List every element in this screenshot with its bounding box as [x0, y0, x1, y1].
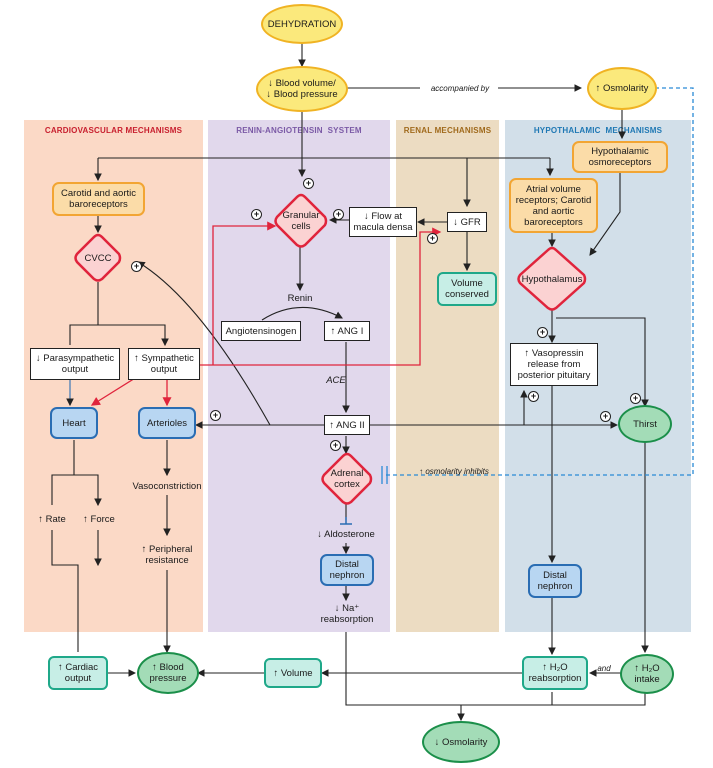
distal-nephron-2-text: Distal nephron — [537, 570, 573, 592]
granular-cells-diamond: Granular cells — [273, 193, 329, 249]
cardiac-output-text: ↑ Cardiac output — [57, 662, 99, 684]
na-reabsorption-label: ↓ Na⁺ reabsorption — [320, 603, 374, 625]
volume-conserved-node: Volume conserved — [437, 272, 497, 306]
granular-cells-shape — [274, 193, 328, 248]
gfr-text: ↓ GFR — [453, 216, 481, 228]
plus-sign: + — [600, 411, 611, 422]
rate-label: ↑ Rate — [38, 514, 66, 525]
atrial-receptors-node: Atrial volume receptors; Carotid and aor… — [509, 178, 598, 233]
plus-sign: + — [537, 327, 548, 338]
hypothalamus-shape — [517, 246, 587, 311]
osmolarity-inhibits-label: ↑ osmolarity inhibits — [419, 467, 489, 476]
arterioles-text: Arterioles — [146, 417, 188, 429]
volume-conserved-text: Volume conserved — [445, 278, 489, 300]
hypothalamic-osmoreceptors-node: Hypothalamic osmoreceptors — [572, 141, 668, 173]
distal-nephron-2-node: Distal nephron — [528, 564, 582, 598]
volume-text: ↑ Volume — [273, 667, 313, 679]
thirst-text: Thirst — [633, 418, 657, 430]
ang1-node: ↑ ANG I — [324, 321, 370, 341]
plus-sign: + — [303, 178, 314, 189]
sympathetic-node: ↑ Sympathetic output — [128, 348, 200, 380]
adrenal-cortex-shape — [321, 452, 373, 505]
ang1-text: ↑ ANG I — [330, 325, 364, 337]
angiotensinogen-text: Angiotensinogen — [225, 325, 297, 337]
blood-pressure-text: ↑ Blood pressure — [149, 662, 187, 684]
plus-sign: + — [333, 209, 344, 220]
aldosterone-label: ↓ Aldosterone — [317, 529, 375, 540]
cardiovascular-title: CARDIOVASCULAR MECHANISMS — [44, 126, 183, 135]
hypothalamic-title: HYPOTHALAMIC MECHANISMS — [533, 126, 663, 135]
parasympathetic-node: ↓ Parasympathetic output — [30, 348, 120, 380]
osmolarity-down-text: ↓ Osmolarity — [434, 736, 488, 748]
carotid-baroreceptors-node: Carotid and aortic baroreceptors — [52, 182, 145, 216]
ang2-text: ↑ ANG II — [329, 419, 365, 431]
osmolarity-up-text: ↑ Osmolarity — [595, 83, 649, 94]
vasopressin-text: ↑ Vasopressin release from posterior pit… — [517, 348, 591, 381]
osmolarity-up-node: ↑ Osmolarity — [587, 67, 657, 110]
renin-label: Renin — [287, 293, 313, 304]
plus-sign: + — [251, 209, 262, 220]
flow-macula-text: ↓ Flow at macula densa — [353, 211, 413, 233]
osmolarity-down-node: ↓ Osmolarity — [422, 721, 500, 763]
plus-sign: + — [210, 410, 221, 421]
distal-nephron-1-node: Distal nephron — [320, 554, 374, 586]
cvcc-text: CVCC — [84, 252, 112, 264]
blood-volume-node: ↓ Blood volume/ ↓ Blood pressure — [256, 66, 348, 112]
heart-text: Heart — [62, 417, 86, 429]
plus-sign: + — [427, 233, 438, 244]
carotid-baroreceptors-text: Carotid and aortic baroreceptors — [61, 188, 136, 210]
h2o-reabsorption-node: ↑ H₂O reabsorption — [522, 656, 588, 690]
h2o-reabsorption-text: ↑ H₂O reabsorption — [528, 662, 582, 684]
dehydration-node: DEHYDRATION — [261, 4, 343, 44]
angiotensinogen-node: Angiotensinogen — [221, 321, 301, 341]
thirst-node: Thirst — [618, 405, 672, 443]
hypothalamus-diamond: Hypothalamus — [516, 246, 588, 312]
arterioles-node: Arterioles — [138, 407, 196, 439]
blood-volume-text: ↓ Blood volume/ ↓ Blood pressure — [266, 78, 338, 100]
renal-title: RENAL MECHANISMS — [403, 126, 492, 135]
hypothalamic-panel: HYPOTHALAMIC MECHANISMS — [505, 120, 691, 632]
granular-cells-text: Granular cells — [282, 210, 320, 232]
vasopressin-node: ↑ Vasopressin release from posterior pit… — [510, 343, 598, 386]
distal-nephron-1-text: Distal nephron — [329, 559, 365, 581]
blood-pressure-node: ↑ Blood pressure — [137, 652, 199, 694]
dehydration-text: DEHYDRATION — [267, 18, 337, 30]
cvcc-shape — [74, 233, 122, 282]
h2o-intake-node: ↑ H₂O intake — [620, 654, 674, 694]
heart-node: Heart — [50, 407, 98, 439]
adrenal-cortex-diamond: Adrenal cortex — [320, 452, 374, 506]
and-label: and — [597, 664, 611, 673]
renal-panel: RENAL MECHANISMS — [396, 120, 499, 632]
vasoconstriction-label: Vasoconstriction — [132, 481, 202, 492]
hypothalamic-osmoreceptors-text: Hypothalamic osmoreceptors — [588, 146, 652, 168]
gfr-node: ↓ GFR — [447, 212, 487, 232]
force-label: ↑ Force — [83, 514, 115, 525]
ang2-node: ↑ ANG II — [324, 415, 370, 435]
h2o-intake-text: ↑ H₂O intake — [634, 663, 660, 685]
plus-sign: + — [330, 440, 341, 451]
plus-sign: + — [131, 261, 142, 272]
cardiac-output-node: ↑ Cardiac output — [48, 656, 108, 690]
parasympathetic-text: ↓ Parasympathetic output — [35, 353, 115, 375]
cvcc-diamond: CVCC — [73, 233, 123, 283]
plus-sign: + — [630, 393, 641, 404]
accompanied-by-label: accompanied by — [430, 84, 490, 93]
ace-label: ACE — [326, 375, 346, 386]
hypothalamus-text: Hypothalamus — [521, 273, 583, 285]
adrenal-cortex-text: Adrenal cortex — [330, 468, 364, 490]
peripheral-resistance-label: ↑ Peripheral resistance — [141, 544, 193, 566]
renin-title: RENIN-ANGIOTENSIN SYSTEM — [236, 126, 362, 135]
sympathetic-text: ↑ Sympathetic output — [134, 353, 194, 375]
plus-sign: + — [528, 391, 539, 402]
atrial-receptors-text: Atrial volume receptors; Carotid and aor… — [515, 183, 592, 228]
volume-node: ↑ Volume — [264, 658, 322, 688]
flow-macula-node: ↓ Flow at macula densa — [349, 207, 417, 237]
